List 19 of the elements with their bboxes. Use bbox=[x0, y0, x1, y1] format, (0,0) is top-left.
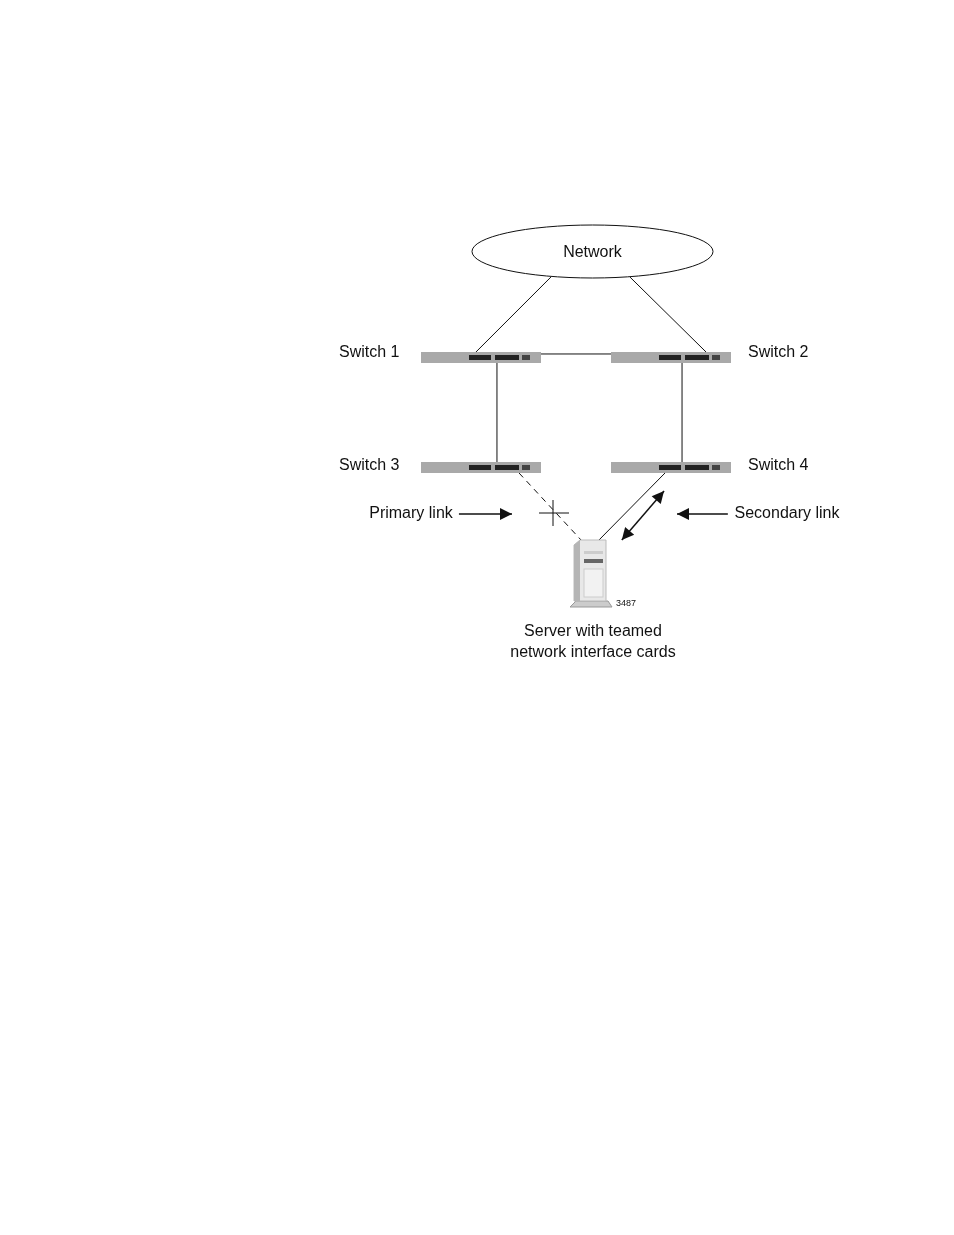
link-label: Primary link bbox=[369, 504, 453, 522]
link-line bbox=[629, 276, 707, 353]
switch-label: Switch 3 bbox=[339, 456, 400, 474]
link-line bbox=[496, 362, 498, 463]
switch-label: Switch 4 bbox=[748, 456, 809, 474]
server-caption: Server with teamed network interface cards bbox=[509, 621, 677, 662]
figure-number: 3487 bbox=[616, 598, 637, 608]
switch-label: Switch 1 bbox=[339, 343, 400, 361]
link-label: Secondary link bbox=[734, 504, 840, 522]
network-label: Network bbox=[563, 242, 622, 261]
switch-label: Switch 2 bbox=[748, 343, 809, 361]
pointer-arrow bbox=[458, 508, 513, 520]
pointer-arrow bbox=[676, 508, 729, 520]
double-arrow bbox=[621, 490, 665, 541]
failed-link-line bbox=[518, 472, 583, 542]
link-line bbox=[475, 276, 552, 353]
link-line bbox=[540, 353, 612, 355]
link-line bbox=[597, 472, 666, 542]
link-line bbox=[681, 362, 683, 463]
